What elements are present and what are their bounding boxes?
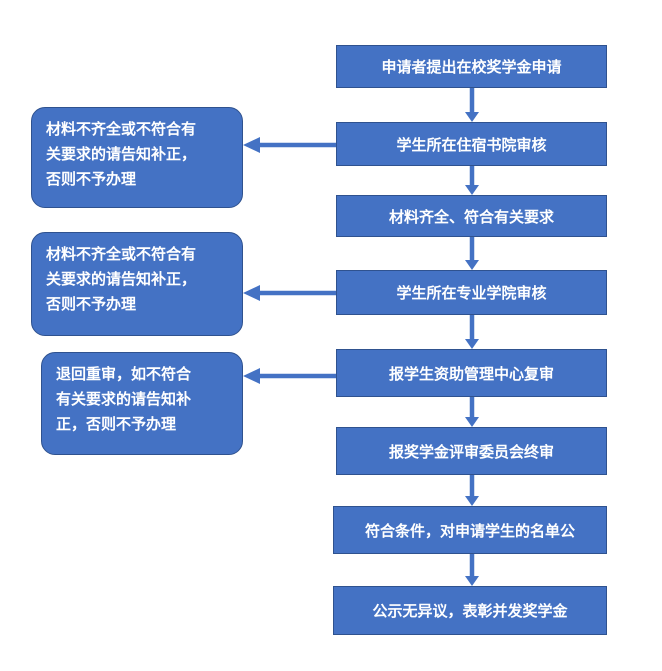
step-academic-college-review: 学生所在专业学院审核 <box>336 270 607 315</box>
step-committee-final-review: 报奖学金评审委员会终审 <box>336 427 607 475</box>
step-residential-college-review-label: 学生所在住宿书院审核 <box>396 135 547 154</box>
arrow-down-1-head <box>465 112 479 122</box>
note-line: 材料不齐全或不符合有 <box>46 245 197 263</box>
step-aid-center-recheck: 报学生资助管理中心复审 <box>336 349 607 397</box>
step-committee-final-review-label: 报奖学金评审委员会终审 <box>388 442 554 461</box>
step-apply-label: 申请者提出在校奖学金申请 <box>381 58 562 76</box>
step-apply: 申请者提出在校奖学金申请 <box>336 45 607 88</box>
note-line: 材料不齐全或不符合有 <box>46 120 197 138</box>
note-line: 关要求的请告知补正， <box>46 145 197 163</box>
arrow-left-3-head <box>243 368 260 384</box>
step-publicize-list-label: 符合条件，对申请学生的名单公 <box>364 521 575 540</box>
arrow-down-4-head <box>465 339 479 349</box>
note-residential-rejection: 材料不齐全或不符合有 关要求的请告知补正， 否则不予办理 <box>31 107 243 208</box>
arrow-down-7-head <box>465 576 479 586</box>
step-academic-college-review-label: 学生所在专业学院审核 <box>396 284 547 302</box>
step-materials-complete-label: 材料齐全、符合有关要求 <box>388 207 554 226</box>
arrow-down-3-head <box>465 260 479 270</box>
arrow-left-1-head <box>243 137 260 153</box>
step-materials-complete: 材料齐全、符合有关要求 <box>336 195 607 237</box>
note-recheck-return: 退回重审，如不符合 有关要求的请告知补 正，否则不予办理 <box>41 352 243 455</box>
step-publicize-list: 符合条件，对申请学生的名单公 <box>333 506 607 554</box>
step-residential-college-review: 学生所在住宿书院审核 <box>336 122 607 166</box>
step-award: 公示无异议，表彰并发奖学金 <box>333 586 607 635</box>
arrow-down-2-head <box>465 185 479 195</box>
arrow-left-2-head <box>243 285 260 301</box>
note-line: 否则不予办理 <box>46 170 137 188</box>
step-aid-center-recheck-label: 报学生资助管理中心复审 <box>388 364 554 383</box>
step-award-label: 公示无异议，表彰并发奖学金 <box>372 602 568 620</box>
note-line: 有关要求的请告知补 <box>56 390 192 408</box>
note-line: 退回重审，如不符合 <box>56 365 192 383</box>
note-line: 否则不予办理 <box>46 295 137 313</box>
note-academic-rejection: 材料不齐全或不符合有 关要求的请告知补正， 否则不予办理 <box>31 232 243 336</box>
arrow-down-5-head <box>465 417 479 427</box>
note-line: 正，否则不予办理 <box>56 415 177 433</box>
arrow-down-6-head <box>465 496 479 506</box>
note-line: 关要求的请告知补正， <box>46 270 197 288</box>
